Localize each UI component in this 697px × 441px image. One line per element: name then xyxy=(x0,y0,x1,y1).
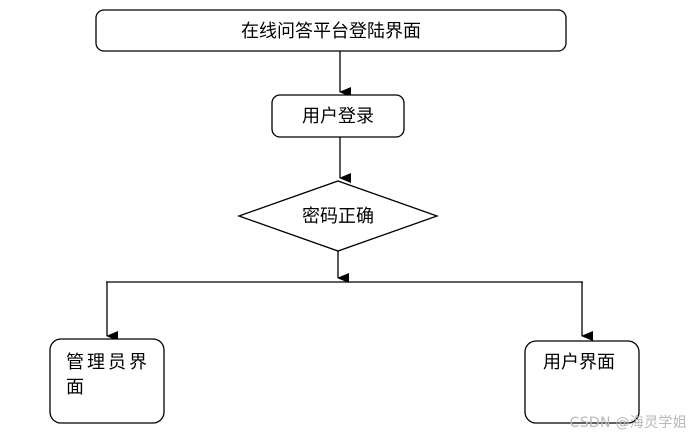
node-user-page-label: 用户界面 xyxy=(543,352,615,373)
node-platform-login-page: 在线问答平台登陆界面 xyxy=(95,9,567,52)
node-user-login-label: 用户登录 xyxy=(302,106,374,127)
node-password-correct-decision: 密码正确 xyxy=(237,180,439,252)
csdn-watermark: CSDN @海灵学姐 xyxy=(569,415,687,431)
node-admin-page-label-line2: 面 xyxy=(66,377,84,398)
node-user-login: 用户登录 xyxy=(271,94,405,138)
node-user-page: 用户界面 xyxy=(524,340,640,424)
node-admin-page: 管理员界 面 xyxy=(49,338,165,424)
node-admin-page-label-line1: 管理员界 xyxy=(66,352,150,373)
node-platform-login-page-label: 在线问答平台登陆界面 xyxy=(241,21,421,42)
node-password-correct-label: 密码正确 xyxy=(302,206,374,227)
